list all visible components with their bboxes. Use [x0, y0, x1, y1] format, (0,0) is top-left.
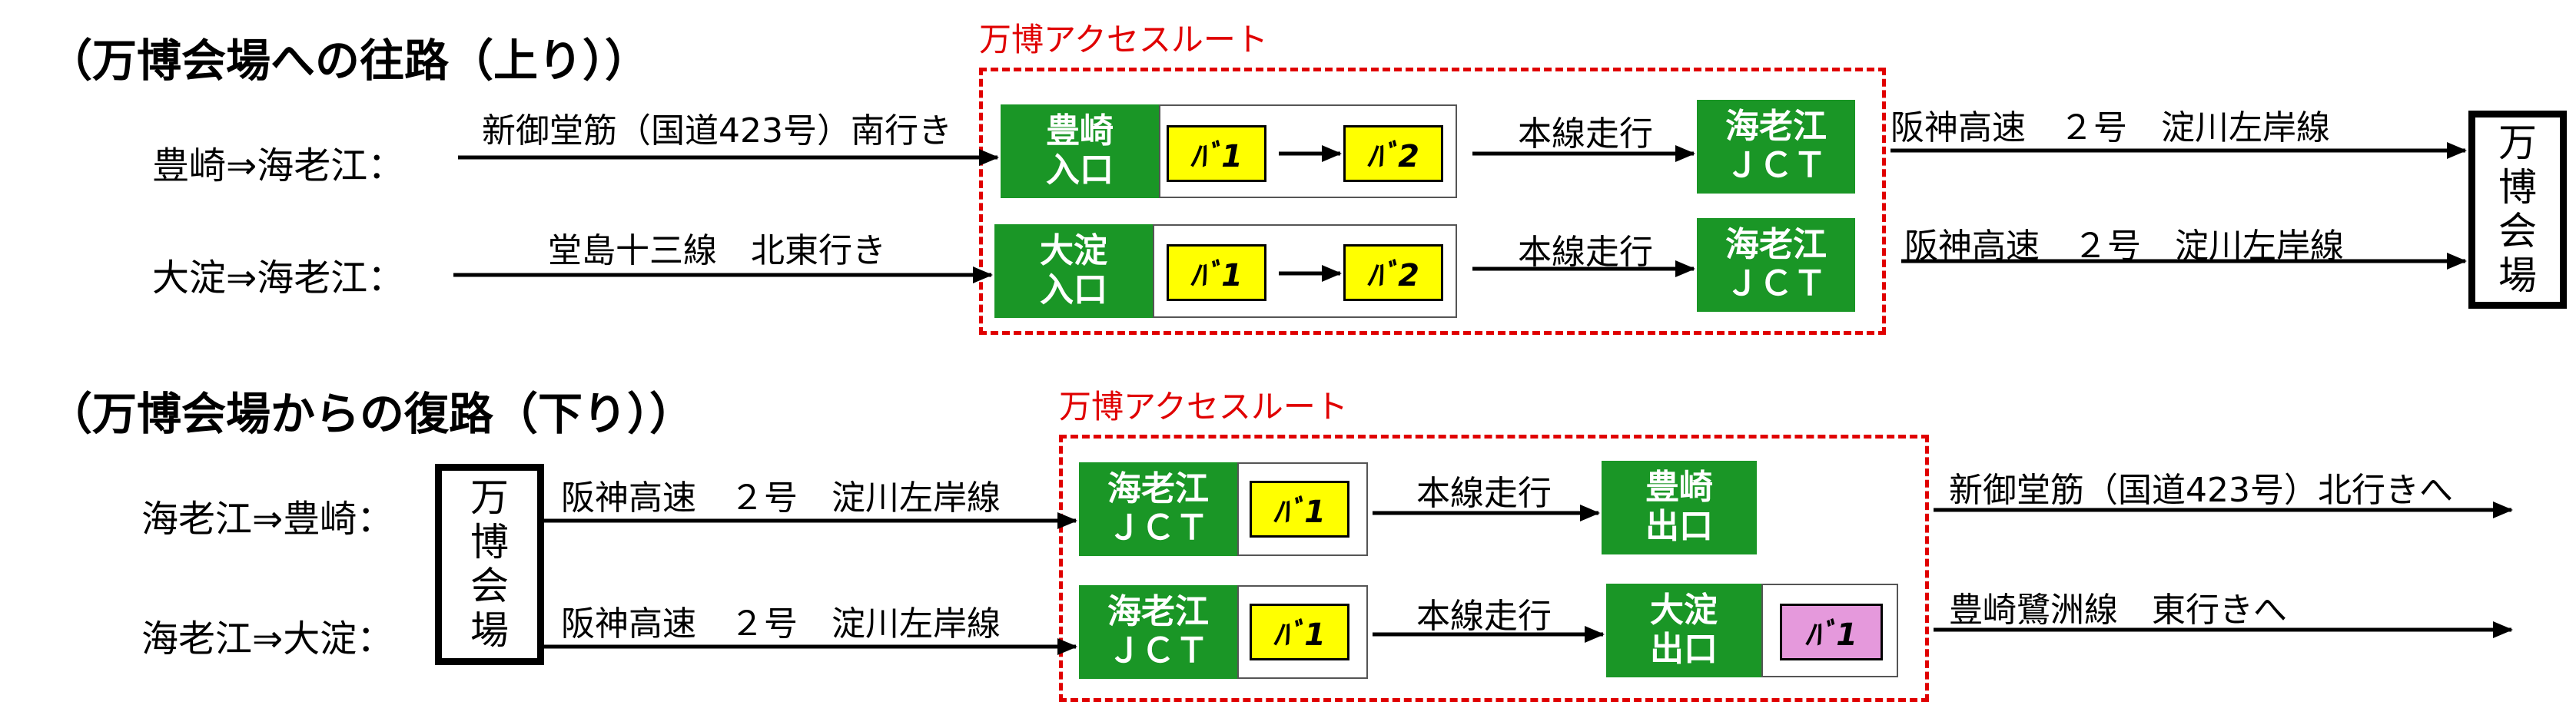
entrance-type: 入口: [1040, 270, 1107, 309]
return-access-route-label: 万博アクセスルート: [1059, 388, 1348, 425]
return-venue-box: 万 博 会 場: [435, 464, 544, 665]
return-exit-1: 豊崎出口: [1602, 461, 1757, 554]
venue-char: 場: [470, 607, 509, 653]
jct-type: ＪＣＴ: [1725, 264, 1827, 303]
outbound-venue-box: 万 博 会 場: [2468, 111, 2567, 309]
venue-char: 万: [2498, 121, 2537, 165]
return-onward-1: 新御堂筋（国道423号）北行きへ: [1949, 471, 2453, 510]
jct-name: 海老江: [1107, 592, 1209, 632]
exit-name: 大淀: [1650, 591, 1718, 631]
return-highway-2: 阪神高速 ２号 淀川左岸線: [561, 604, 1001, 644]
return-exit-2: 大淀出口: [1606, 584, 1761, 677]
outbound-access-route-label: 万博アクセスルート: [979, 21, 1268, 58]
jct-type: ＪＣＴ: [1107, 508, 1209, 548]
entrance-name: 大淀: [1040, 231, 1107, 271]
return-mainline-1: 本線走行: [1416, 474, 1552, 513]
exit-type: 出口: [1650, 630, 1718, 669]
outbound-toll-2a: ﾊﾞ1: [1167, 244, 1266, 301]
jct-name: 海老江: [1725, 225, 1827, 265]
return-toll-2: ﾊﾞ1: [1250, 604, 1349, 660]
return-access-route-box: [1059, 435, 1929, 702]
return-origin-1: 海老江⇒豊崎：: [141, 498, 394, 541]
return-title: （万博会場からの復路（下り））: [48, 388, 695, 440]
outbound-toll-1a: ﾊﾞ1: [1167, 125, 1266, 182]
return-onward-2: 豊崎鷺洲線 東行きへ: [1949, 591, 2287, 630]
venue-char: 万: [470, 475, 509, 520]
return-toll-1: ﾊﾞ1: [1250, 481, 1349, 538]
outbound-access-route-box: [979, 68, 1886, 335]
return-origin-2: 海老江⇒大淀：: [141, 617, 394, 660]
outbound-approach-road-1: 新御堂筋（国道423号）南行き: [482, 111, 952, 151]
return-highway-1: 阪神高速 ２号 淀川左岸線: [561, 478, 1001, 518]
exit-name: 豊崎: [1645, 468, 1713, 508]
entrance-name: 豊崎: [1046, 111, 1114, 151]
venue-char: 会: [2498, 209, 2537, 253]
outbound-toll-2b: ﾊﾞ2: [1343, 244, 1443, 301]
outbound-entrance-1: 豊崎入口: [1001, 104, 1159, 198]
jct-name: 海老江: [1725, 107, 1827, 147]
venue-char: 博: [2498, 164, 2537, 210]
outbound-mainline-2: 本線走行: [1518, 233, 1653, 272]
venue-char: 会: [470, 564, 509, 608]
jct-type: ＪＣＴ: [1725, 146, 1827, 185]
outbound-origin-2: 大淀⇒海老江：: [152, 257, 405, 300]
return-mainline-2: 本線走行: [1416, 597, 1552, 636]
outbound-mainline-1: 本線走行: [1518, 114, 1653, 154]
outbound-approach-road-2: 堂島十三線 北東行き: [548, 231, 886, 270]
outbound-highway-1: 阪神高速 ２号 淀川左岸線: [1891, 108, 2330, 147]
entrance-type: 入口: [1046, 151, 1114, 190]
outbound-origin-1: 豊崎⇒海老江：: [152, 144, 405, 187]
outbound-title: （万博会場への往路（上り））: [48, 35, 650, 87]
outbound-toll-1b: ﾊﾞ2: [1343, 125, 1443, 182]
jct-type: ＪＣＴ: [1107, 631, 1209, 670]
venue-char: 博: [470, 519, 509, 564]
jct-name: 海老江: [1107, 469, 1209, 509]
outbound-entrance-2: 大淀入口: [994, 224, 1153, 318]
exit-type: 出口: [1645, 507, 1713, 546]
venue-char: 場: [2498, 253, 2537, 298]
return-exit-toll-2: ﾊﾞ1: [1780, 604, 1883, 660]
